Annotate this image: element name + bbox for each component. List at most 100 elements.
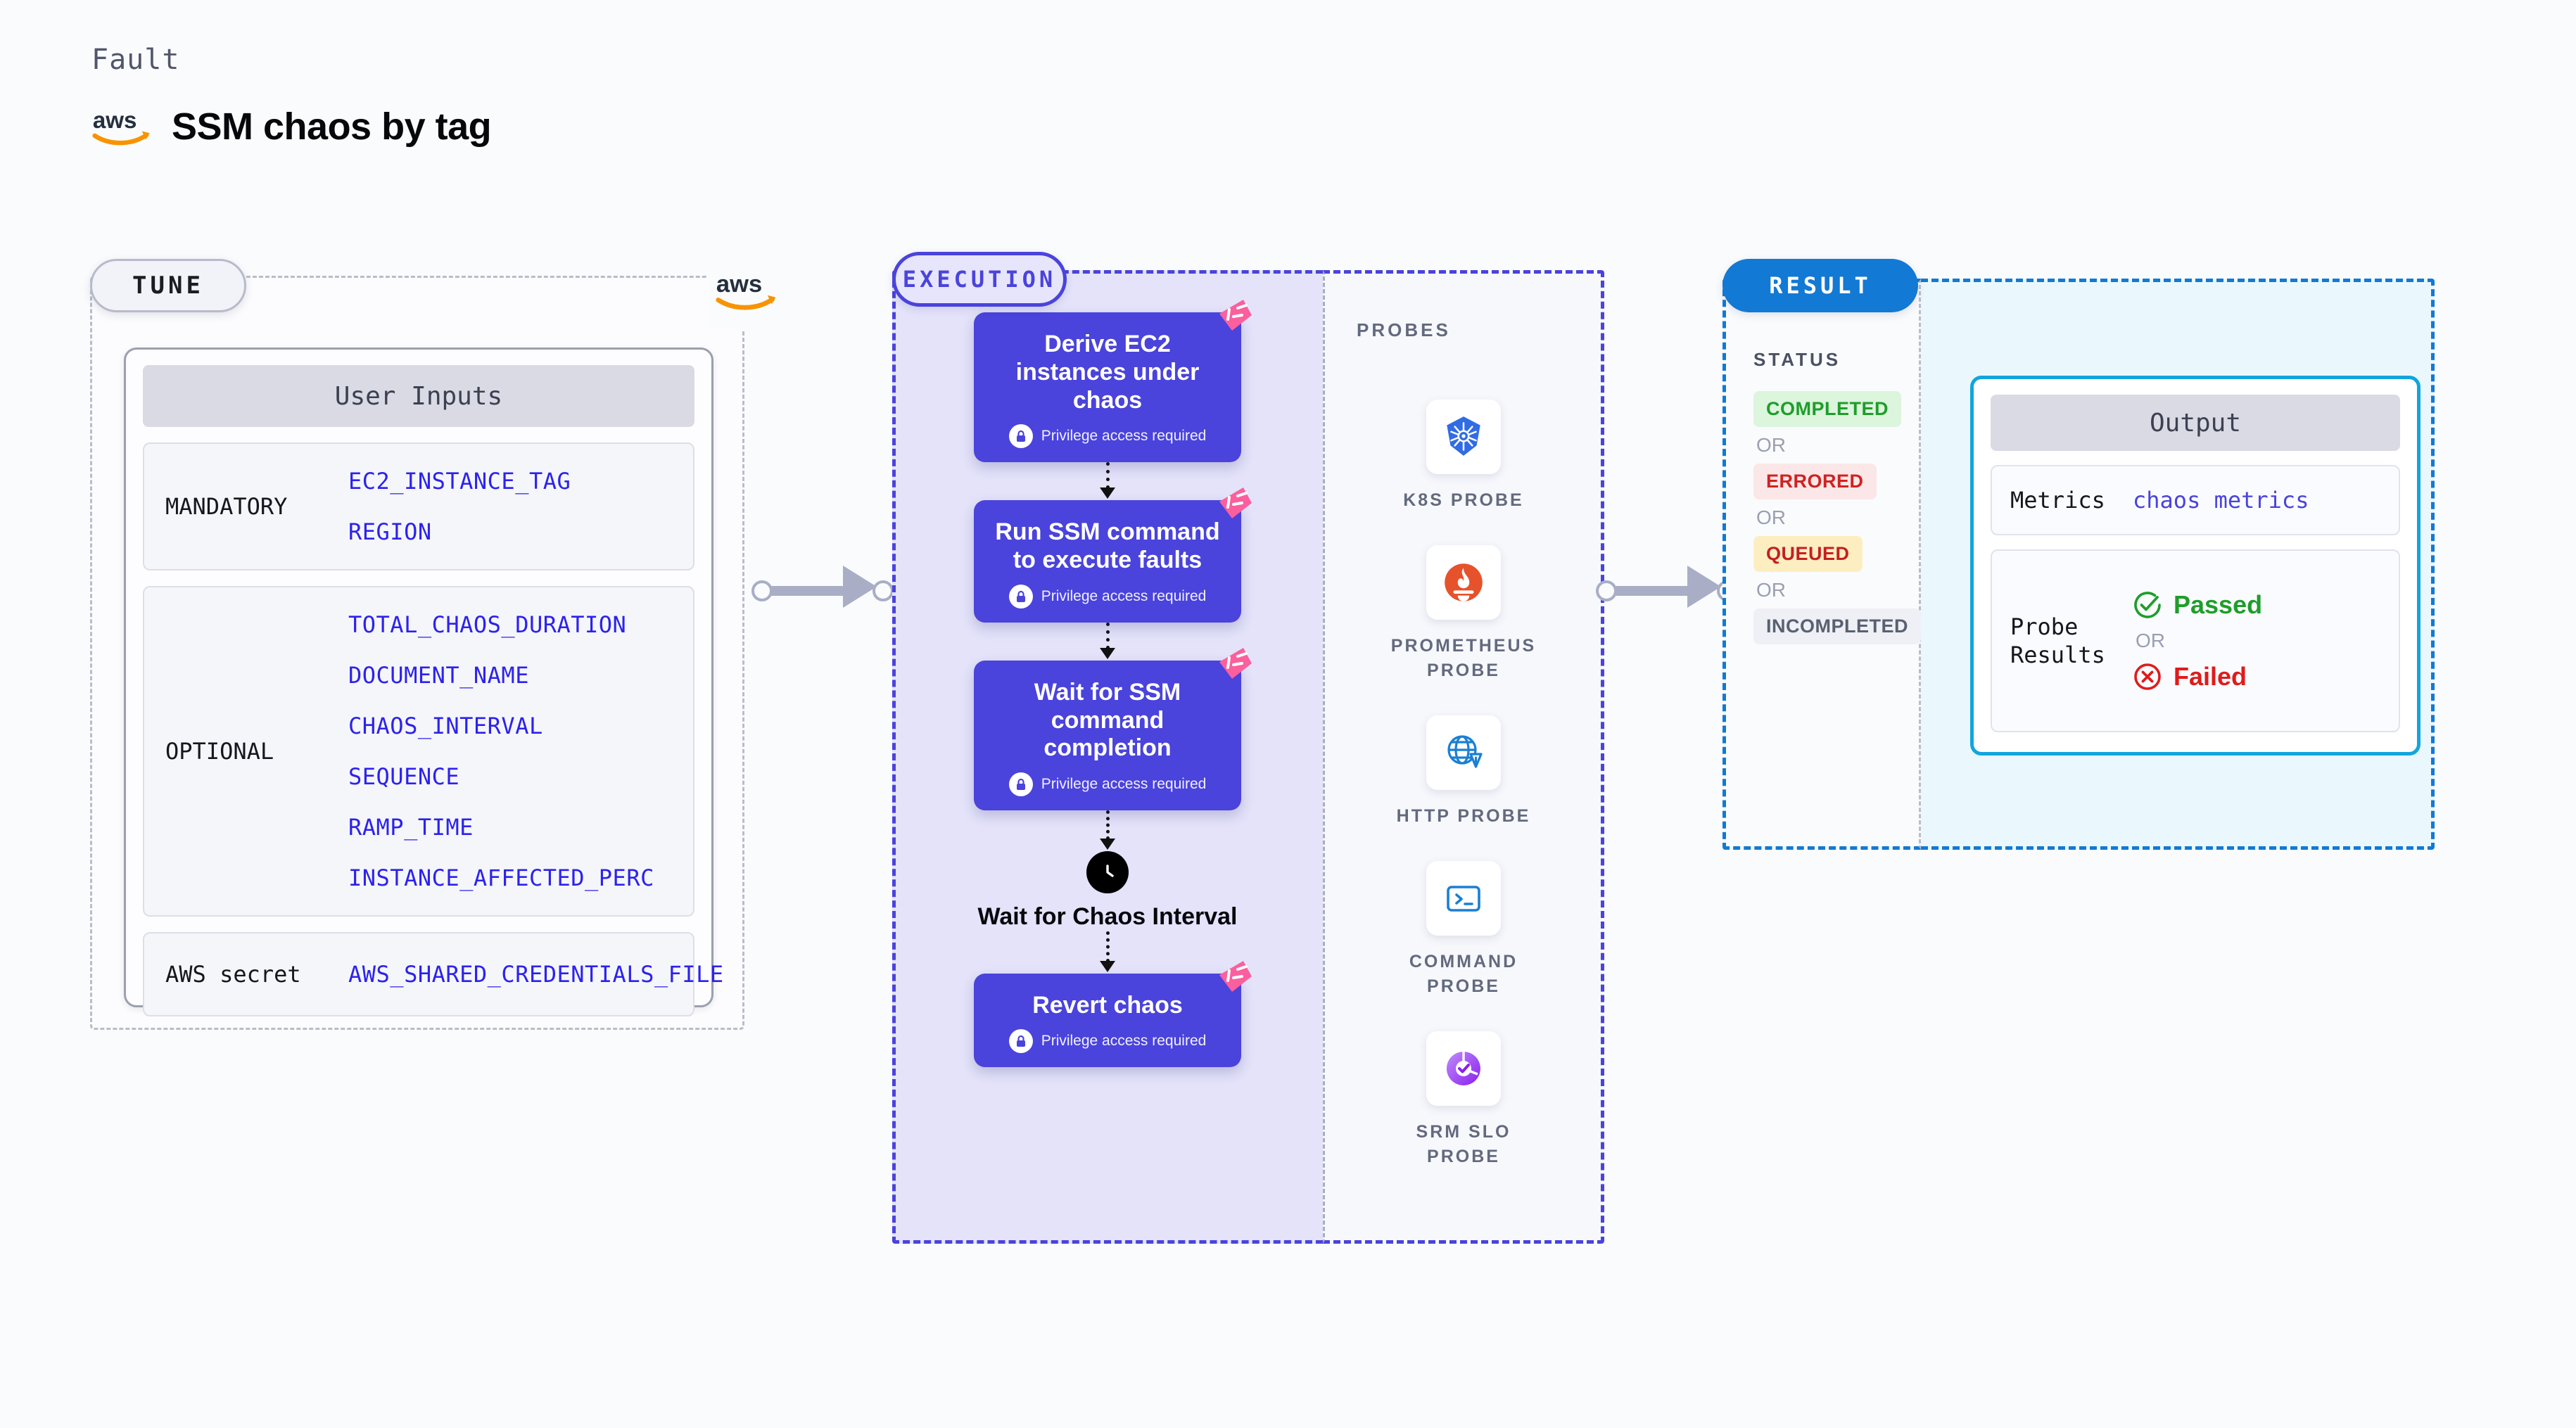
execution-panel: EXECUTION PROBES Derive EC2 instances un…	[892, 252, 1604, 1244]
probe-label: SRM SLO PROBE	[1416, 1122, 1511, 1166]
output-value-chaos-metrics[interactable]: chaos metrics	[2133, 487, 2309, 514]
page-header: Fault aws SSM chaos by tag	[91, 44, 492, 149]
param-ec2-instance-tag[interactable]: EC2_INSTANCE_TAG	[348, 468, 571, 495]
connector-end-dot	[873, 580, 894, 601]
privilege-note: Privilege access required	[1041, 587, 1207, 604]
probe-label: K8S PROBE	[1403, 490, 1524, 510]
probe-k8s[interactable]: K8S PROBE	[1403, 400, 1523, 513]
step-title: Derive EC2 instances under chaos	[1015, 331, 1200, 414]
param-list: AWS_SHARED_CREDENTIALS_FILE	[348, 937, 724, 1012]
kubernetes-icon	[1426, 400, 1501, 474]
svg-text:aws: aws	[716, 271, 762, 298]
http-globe-icon	[1426, 715, 1501, 790]
lock-icon	[1008, 1029, 1033, 1054]
param-instance-affected-perc[interactable]: INSTANCE_AFFECTED_PERC	[348, 865, 654, 891]
status-list: COMPLETED OR ERRORED OR QUEUED OR INCOMP…	[1753, 391, 1922, 644]
param-total-chaos-duration[interactable]: TOTAL_CHAOS_DURATION	[348, 611, 627, 638]
connector-arrowhead	[1687, 566, 1721, 608]
connector-line	[761, 586, 853, 596]
aws-logo: aws	[92, 108, 150, 146]
probe-http[interactable]: HTTP PROBE	[1397, 715, 1531, 829]
tune-tab[interactable]: TUNE	[90, 259, 246, 312]
step-revert-chaos[interactable]: Revert chaos Privilege access required	[974, 960, 1252, 1068]
result-panel: RESULT STATUS COMPLETED OR ERRORED OR QU…	[1722, 259, 2435, 850]
lock-icon	[1008, 424, 1033, 449]
probe-prometheus[interactable]: PROMETHEUS PROBE	[1383, 545, 1544, 683]
param-list: TOTAL_CHAOS_DURATION DOCUMENT_NAME CHAOS…	[348, 587, 654, 915]
output-row-metrics: Metrics chaos metrics	[1991, 465, 2400, 535]
result-tab[interactable]: RESULT	[1722, 259, 1918, 312]
flow-arrow	[1100, 622, 1115, 661]
lock-icon	[1008, 584, 1033, 608]
x-circle-icon	[2134, 663, 2161, 690]
flow-arrow	[1100, 462, 1115, 500]
connector-tune-to-execution	[751, 566, 894, 608]
or-separator: OR	[2136, 630, 2165, 651]
chaos-flag-icon	[1219, 647, 1252, 679]
chaos-flag-icon	[1219, 300, 1252, 331]
output-key-probe-results: Probe Results	[2010, 613, 2105, 668]
prometheus-icon	[1426, 545, 1501, 620]
output-row-probe-results: Probe Results Passed OR Failed	[1991, 549, 2400, 732]
probe-result-values: Passed OR Failed	[2133, 590, 2262, 691]
result-tab-label: RESULT	[1769, 272, 1872, 299]
svg-text:aws: aws	[93, 108, 137, 134]
param-ramp-time[interactable]: RAMP_TIME	[348, 814, 474, 841]
param-sequence[interactable]: SEQUENCE	[348, 763, 460, 790]
step-wait-ssm-completion[interactable]: Wait for SSM command completion Privileg…	[974, 647, 1252, 811]
status-badge-queued[interactable]: QUEUED	[1753, 536, 1863, 572]
param-aws-shared-credentials-file[interactable]: AWS_SHARED_CREDENTIALS_FILE	[348, 961, 724, 988]
privilege-row: Privilege access required	[989, 584, 1226, 608]
probe-label: HTTP PROBE	[1396, 806, 1531, 826]
execution-flow: Derive EC2 instances under chaos Privile…	[925, 300, 1290, 1068]
param-chaos-interval[interactable]: CHAOS_INTERVAL	[348, 713, 543, 739]
status-badge-completed[interactable]: COMPLETED	[1753, 391, 1902, 427]
step-wait-for-chaos-interval[interactable]: Wait for Chaos Interval	[977, 851, 1238, 931]
flow-arrow	[1100, 931, 1115, 974]
connector-arrowhead	[843, 566, 877, 608]
step-run-ssm-command[interactable]: Run SSM command to execute faults Privil…	[974, 487, 1252, 623]
srm-slo-icon	[1426, 1031, 1501, 1106]
probe-label: COMMAND PROBE	[1409, 952, 1518, 996]
execution-tab-label: EXECUTION	[902, 266, 1057, 293]
probes-list: K8S PROBE PROMETHEUS PROBE	[1323, 400, 1604, 1169]
privilege-note: Privilege access required	[1041, 1033, 1207, 1050]
probe-srm-slo[interactable]: SRM SLO PROBE	[1383, 1031, 1544, 1169]
step-title: Revert chaos	[1032, 991, 1183, 1019]
chaos-flag-icon	[1219, 487, 1252, 519]
connector-start-dot	[1596, 580, 1617, 601]
output-header: Output	[1991, 395, 2400, 451]
page-title: SSM chaos by tag	[172, 106, 492, 148]
step-title: Wait for SSM command completion	[1034, 678, 1181, 762]
privilege-row: Privilege access required	[989, 772, 1226, 797]
privilege-note: Privilege access required	[1041, 428, 1207, 445]
param-group-kind: MANDATORY	[165, 493, 288, 520]
aws-logo: aws	[716, 271, 776, 310]
output-card: Output Metrics chaos metrics Probe Resul…	[1970, 376, 2420, 756]
or-separator: OR	[1756, 579, 1786, 601]
aws-badge: aws	[708, 252, 789, 329]
probe-command[interactable]: COMMAND PROBE	[1383, 861, 1544, 999]
terminal-icon	[1426, 861, 1501, 936]
tune-tab-label: TUNE	[132, 272, 204, 300]
execution-tab[interactable]: EXECUTION	[892, 252, 1067, 307]
param-group-aws-secret: AWS secret AWS_SHARED_CREDENTIALS_FILE	[143, 932, 723, 1016]
user-inputs-card: User Inputs MANDATORY EC2_INSTANCE_TAG R…	[124, 348, 723, 1016]
step-title: Wait for Chaos Interval	[977, 903, 1238, 931]
param-list: EC2_INSTANCE_TAG REGION	[348, 444, 571, 569]
privilege-note: Privilege access required	[1041, 776, 1207, 793]
status-badge-incompleted[interactable]: INCOMPLETED	[1753, 608, 1922, 644]
step-derive-ec2-instances[interactable]: Derive EC2 instances under chaos Privile…	[974, 300, 1252, 463]
or-separator: OR	[1756, 434, 1786, 456]
param-group-optional: OPTIONAL TOTAL_CHAOS_DURATION DOCUMENT_N…	[143, 586, 694, 917]
flow-arrow	[1100, 810, 1115, 851]
step-title: Run SSM command to execute faults	[995, 518, 1220, 574]
param-document-name[interactable]: DOCUMENT_NAME	[348, 662, 529, 689]
lock-icon	[1008, 772, 1033, 797]
param-group-kind: AWS secret	[165, 961, 301, 988]
param-group-kind: OPTIONAL	[165, 738, 274, 765]
status-badge-errored[interactable]: ERRORED	[1753, 464, 1877, 499]
probe-label: PROMETHEUS PROBE	[1390, 636, 1537, 680]
fault-kicker: Fault	[91, 44, 180, 76]
param-region[interactable]: REGION	[348, 518, 432, 545]
